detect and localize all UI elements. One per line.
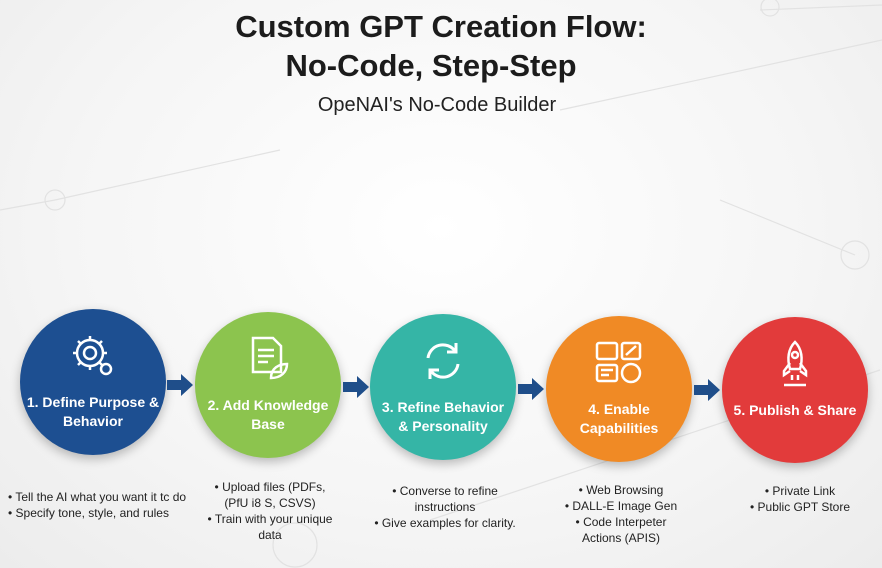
bullet: data xyxy=(258,528,282,542)
title-line-1: Custom GPT Creation Flow: xyxy=(235,9,647,44)
step-5-label: 5. Publish & Share xyxy=(733,402,857,418)
bullet: • Give examples for clarity. xyxy=(374,516,516,530)
step-3-description: • Converse to refine instructions • Give… xyxy=(370,483,520,531)
bullet: • Public GPT Store xyxy=(749,500,851,514)
gear-brain-icon xyxy=(73,336,113,376)
bullet: Actions (APIS) xyxy=(581,531,661,545)
step-4-circle: 4. Enable Capabilities xyxy=(546,316,692,462)
arrow-right-icon xyxy=(167,374,193,396)
bullet: (PfU i8 S, CSVS) xyxy=(224,496,316,510)
bullet: • DALL-E Image Gen xyxy=(564,499,678,513)
subtitle: OpeNAI's No-Code Builder xyxy=(317,94,557,116)
step-3-circle: 3. Refine Behavior & Personality xyxy=(370,314,516,460)
step-3-label: 3. Refine Behavior & Personality xyxy=(381,399,505,434)
bullet: • Private Link xyxy=(764,484,836,498)
step-1-circle: 1. Define Purpose & Behavior xyxy=(20,309,166,455)
tools-grid-icon xyxy=(595,341,642,384)
bullet: • Converse to refine xyxy=(392,484,498,498)
bullet: • Tell the AI what you want it tc do xyxy=(8,490,187,504)
step-1-description: • Tell the AI what you want it tc do • S… xyxy=(8,489,198,521)
arrow-right-icon xyxy=(518,378,544,400)
rocket-icon xyxy=(782,340,808,387)
bullet: • Train with your unique xyxy=(207,512,333,526)
bullet: • Specify tone, style, and rules xyxy=(8,506,169,520)
bullet: instructions xyxy=(414,500,476,514)
bullet: • Code Interpeter xyxy=(575,515,667,529)
arrow-right-icon xyxy=(694,379,720,401)
step-1-label: 1. Define Purpose & Behavior xyxy=(26,394,160,429)
refresh-icon xyxy=(426,343,460,379)
step-5-description: • Private Link • Public GPT Store xyxy=(735,483,865,515)
step-2-label: 2. Add Knowledge Base xyxy=(207,397,329,432)
step-2-description: • Upload files (PDFs, (PfU i8 S, CSVS) •… xyxy=(200,479,340,543)
step-5-circle: 5. Publish & Share xyxy=(722,317,868,463)
step-4-description: • Web Browsing • DALL-E Image Gen • Code… xyxy=(556,482,686,546)
document-leaf-icon xyxy=(251,336,289,380)
bullet: • Web Browsing xyxy=(578,483,664,497)
title-line-2: No-Code, Step-Step xyxy=(285,48,577,83)
arrow-right-icon xyxy=(343,376,369,398)
step-4-label: 4. Enable Capabilities xyxy=(579,401,659,436)
step-2-circle: 2. Add Knowledge Base xyxy=(195,312,341,458)
bullet: • Upload files (PDFs, xyxy=(214,480,326,494)
